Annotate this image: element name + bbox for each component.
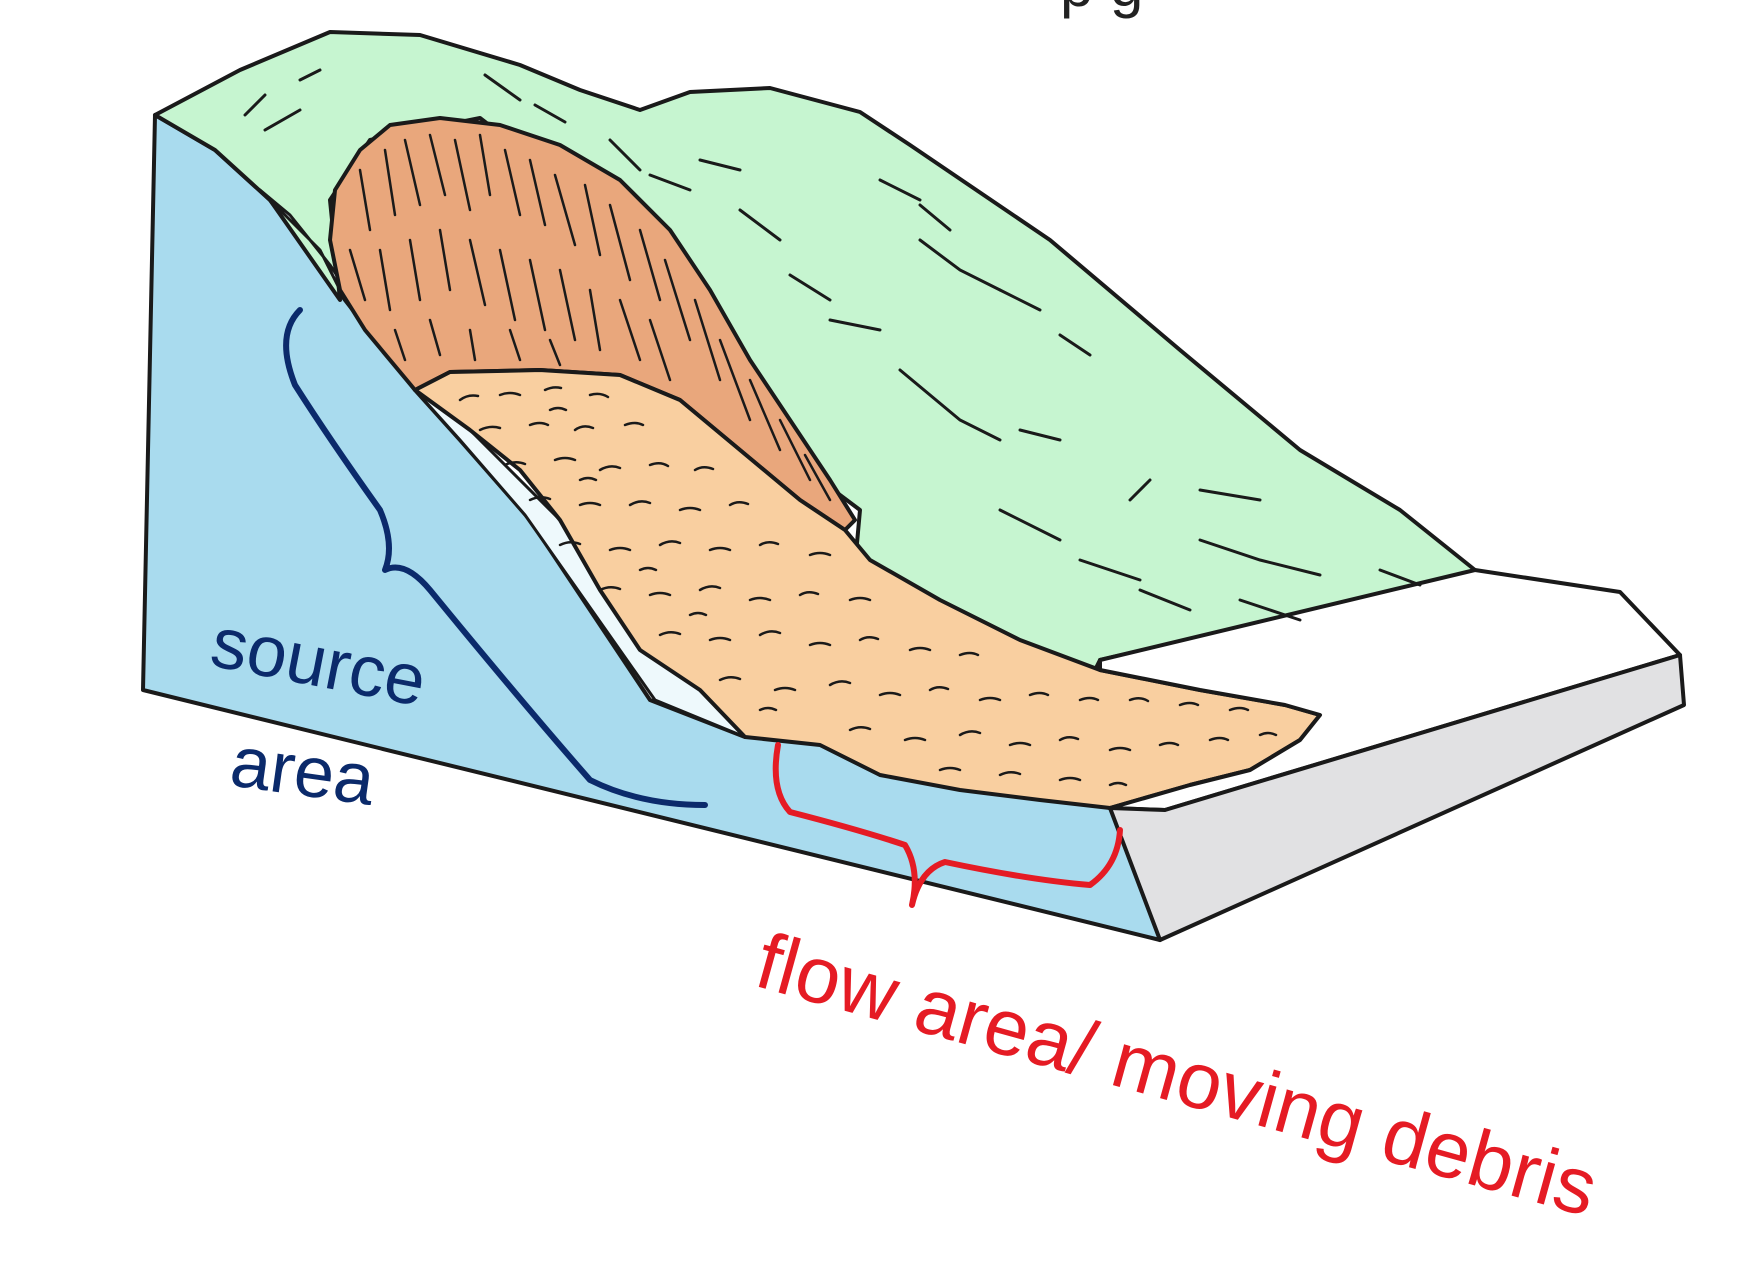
hillslope-hatching xyxy=(243,68,1422,622)
source-area-brace xyxy=(283,307,708,808)
source-label-line2: area xyxy=(226,722,381,821)
debris-texture xyxy=(458,386,1278,787)
valley-floor-side xyxy=(1108,653,1686,942)
flow-label: flow area/ moving debris xyxy=(747,916,1606,1233)
cropped-title-text: p g xyxy=(1060,0,1143,19)
scarp-hatching xyxy=(348,133,832,502)
floor-edge-line xyxy=(1618,590,1682,657)
flow-area-brace xyxy=(772,742,1123,908)
